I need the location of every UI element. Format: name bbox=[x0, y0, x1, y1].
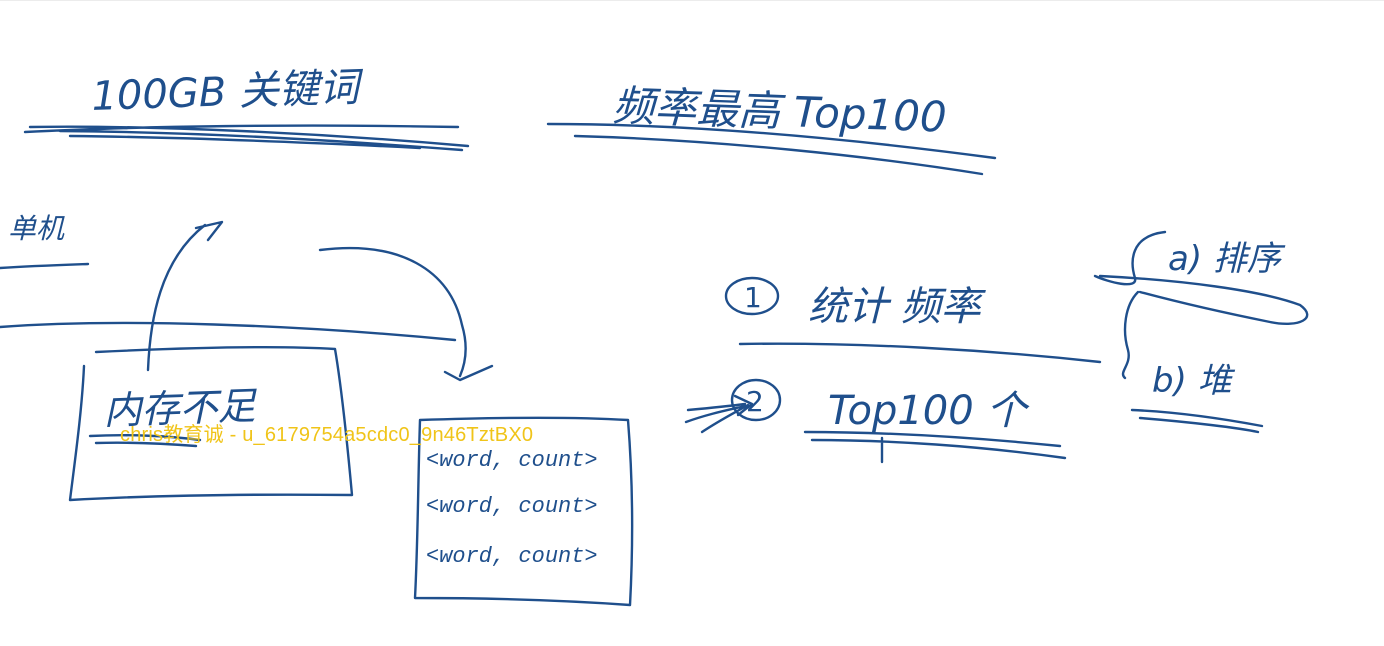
step-arrow bbox=[684, 394, 754, 434]
step-2-underline bbox=[803, 430, 1067, 464]
step-2-circle bbox=[730, 378, 782, 422]
option-a-underline bbox=[1098, 274, 1309, 325]
memory-box bbox=[68, 345, 354, 502]
memory-box-text: 内存不足 bbox=[103, 384, 258, 433]
title-left-underline bbox=[23, 124, 470, 152]
word-count-box bbox=[413, 416, 634, 607]
pair-1-text: <word, count> bbox=[426, 448, 598, 473]
option-b-text: b) 堆 bbox=[1152, 361, 1236, 401]
title-right-text: 频率最高 Top100 bbox=[612, 81, 948, 142]
step-1-number: 1 bbox=[744, 281, 762, 314]
step-1-underline bbox=[738, 342, 1102, 364]
step-2-number: 2 bbox=[746, 385, 764, 418]
title-right-underline bbox=[546, 122, 997, 176]
memory-divider-line bbox=[0, 321, 457, 342]
option-b-underline bbox=[1130, 408, 1264, 434]
pair-2-text: <word, count> bbox=[426, 494, 598, 519]
single-machine-text: 单机 bbox=[8, 212, 65, 245]
title-left-text: 100GB 关键词 bbox=[91, 65, 365, 120]
pair-3-text: <word, count> bbox=[426, 544, 598, 569]
step-1-circle bbox=[724, 276, 780, 316]
up-arrow bbox=[146, 220, 224, 372]
watermark: chris教育诚 - u_6179754a5cdc0_9n46TztBX0 bbox=[120, 424, 534, 446]
single-machine-underline bbox=[0, 262, 90, 270]
top-border bbox=[0, 0, 1384, 1]
options-brace bbox=[1093, 230, 1167, 380]
memory-box-underline bbox=[88, 434, 202, 448]
step-2-text: Top100 个 bbox=[828, 388, 1030, 434]
step-1-text: 统计 频率 bbox=[808, 284, 987, 330]
option-a-text: a) 排序 bbox=[1168, 239, 1286, 279]
down-arrow bbox=[318, 246, 494, 382]
